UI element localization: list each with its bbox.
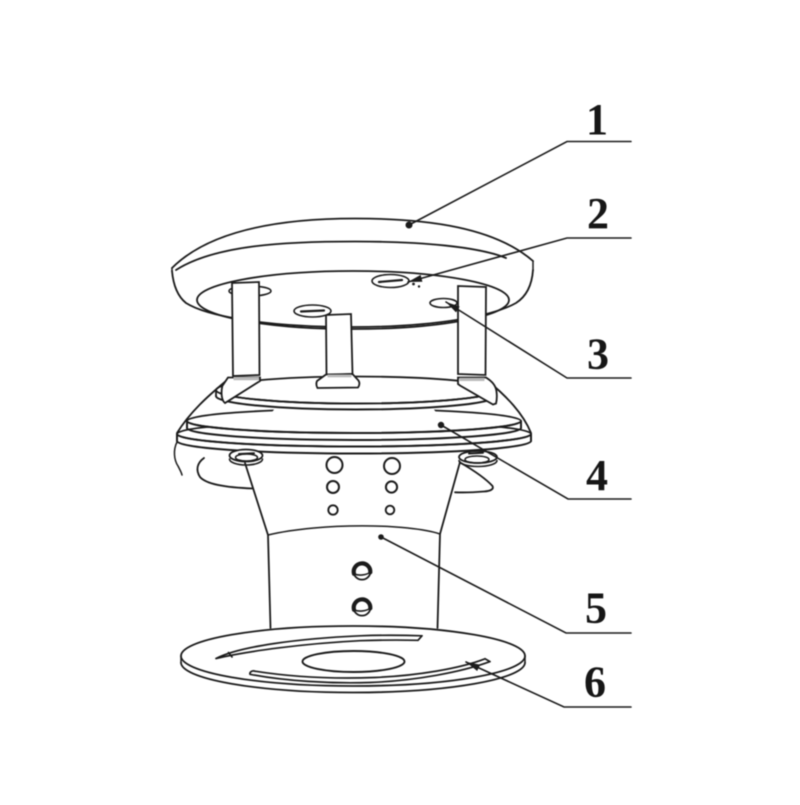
svg-text:5: 5 <box>585 584 607 633</box>
svg-text:4: 4 <box>586 451 608 500</box>
svg-text:2: 2 <box>587 189 609 238</box>
svg-text:6: 6 <box>584 658 606 707</box>
svg-text:1: 1 <box>586 95 608 144</box>
svg-text:3: 3 <box>587 330 609 379</box>
